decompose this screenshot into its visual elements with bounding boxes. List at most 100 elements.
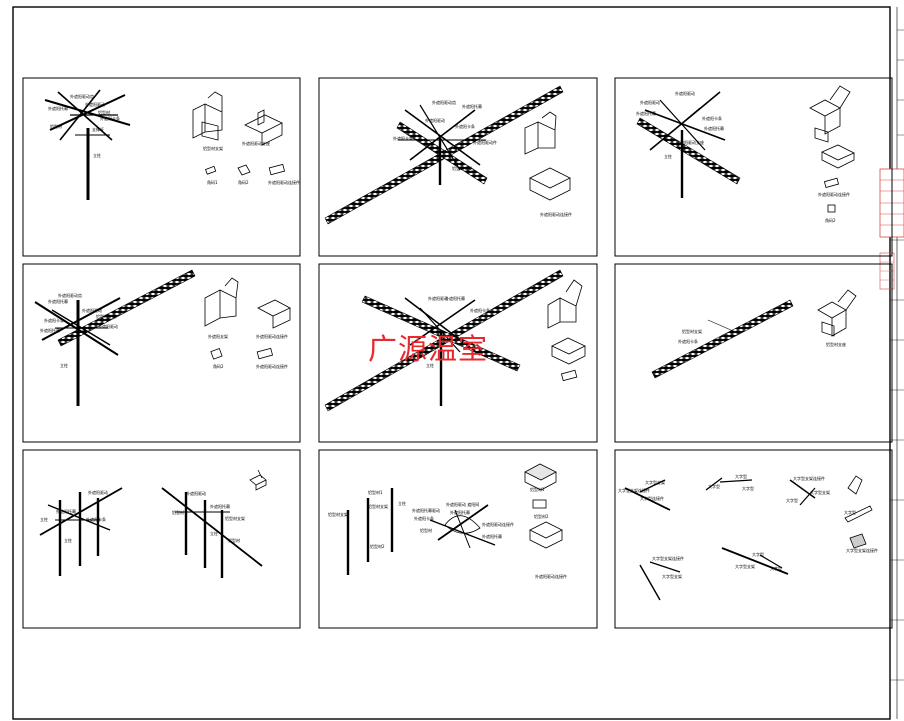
panel-8-frame	[318, 449, 598, 629]
panel-7-parts	[249, 469, 267, 491]
panel-7-label: 立柱	[64, 537, 72, 543]
panel-4-label: 外遮阳驱动	[98, 323, 118, 329]
panel-2-label: 外遮阳驱动	[425, 117, 445, 123]
panel-9-frame	[614, 449, 893, 629]
panel-9-label: 大字型	[844, 509, 856, 515]
panel-3-label: 外遮阳驱动	[640, 99, 660, 105]
panel-4-labels: 外遮阳驱动齿 外遮阳托幕 外遮阳驱动 铝型材支架 外遮阳卡条 外遮阳驱动 外遮阳…	[40, 292, 288, 369]
panel-3-label: 立柱	[664, 153, 672, 159]
panel-5-label: 外遮阳驱动	[428, 295, 448, 301]
panel-7-assembly-right	[161, 487, 263, 578]
panel-4-part-label: 外遮阳驱动连接件	[256, 333, 288, 339]
panel-1-label: 外遮阳托幕	[48, 105, 68, 111]
panel-8-label: 外遮阳卡条	[414, 515, 434, 521]
panel-8-labels: 铝型材1 铝型材支架 立柱 外遮阳驱动 遮阳网 外遮阳托幕驱动 外遮阳托幕 外遮…	[328, 486, 567, 579]
panel-9-label: 大字型支架连接件	[652, 555, 684, 561]
panel-1-label: 支撑杆	[92, 126, 104, 132]
panel-4-part-label: 角码2	[213, 363, 224, 369]
panel-4-label: 外遮阳驱动齿	[58, 292, 82, 298]
panel-1-part-label: 铝型材支架	[203, 145, 223, 151]
panel-5-labels: 外遮阳驱动 外遮阳托幕 立柱 外遮阳卡条	[426, 295, 490, 368]
panel-8-label: 外遮阳驱动 遮阳网	[446, 501, 479, 507]
panel-4-label: 立柱	[60, 362, 68, 368]
panel-1-part-label: 外遮阳驱动支座	[242, 140, 270, 146]
panel-7-labels: 外遮阳驱动 外遮阳托幕 外遮阳卡条 立柱 立柱 外遮阳驱动 外遮阳托幕 铝型材 …	[40, 489, 245, 543]
panel-3-label: 外遮阳托幕	[636, 110, 656, 116]
panel-9-label: 大字型	[786, 497, 798, 503]
panel-2-label: 外遮阳驱动件	[473, 139, 497, 145]
panel-8-parts	[524, 463, 563, 549]
panel-9-label: 大字型支架连接件	[618, 487, 650, 493]
panel-4-label: 铝型材支架	[96, 313, 116, 319]
panel-2-label: 外遮阳托幕	[462, 103, 482, 109]
panel-9-label: 大字型	[735, 473, 747, 479]
sheet-border	[12, 6, 891, 720]
panel-8-label: 外遮阳驱动连接件	[482, 521, 514, 527]
panel-6-part-label: 铝型材支座	[826, 341, 846, 347]
panel-2-label: 外遮阳驱动齿	[432, 99, 456, 105]
panel-6-parts	[817, 289, 857, 337]
panel-5-assembly	[324, 269, 564, 412]
panel-1-labels: 外遮阳驱动齿 外遮阳驱动 外遮阳托幕 铝型材 外遮阳卡条 铝型材 支撑杆 立柱 …	[48, 93, 300, 185]
panel-8-label: 外遮阳托幕	[482, 533, 502, 539]
panel-7-label: 外遮阳卡条	[86, 516, 106, 522]
panel-1-label: 铝型材	[50, 123, 62, 129]
panel-9-labels: 大字型支架 大字型支架连接件 大字型连接件 大字型 大字型 大字型 大字型支架连…	[618, 473, 878, 579]
panel-9-label: 大字型连接件	[640, 495, 664, 501]
panel-4-label: 外遮阳托幕	[48, 298, 68, 304]
panel-2-part-label: 外遮阳驱动连接件	[540, 211, 572, 217]
panel-1-parts	[192, 91, 286, 176]
panel-9-label: 大字型支架	[662, 573, 682, 579]
panel-9-label: 大字型支架	[735, 563, 755, 569]
panel-5-parts	[547, 279, 586, 382]
panel-7-label: 立柱	[40, 516, 48, 522]
panel-5-label: 外遮阳托幕	[445, 295, 465, 301]
panel-1-label: 外遮阳卡条	[100, 115, 120, 121]
panel-1-part-label: 外遮阳驱动连接件	[268, 179, 300, 185]
panel-7-label: 外遮阳托幕	[210, 503, 230, 509]
panel-2-label: 外遮阳卡条	[455, 123, 475, 129]
panel-8-label: 铝型材支架	[328, 511, 348, 517]
panel-1-label: 铝型材	[98, 109, 110, 115]
panel-5-label: 立柱	[426, 362, 434, 368]
panel-3-parts	[809, 85, 855, 213]
panel-1-label: 外遮阳驱动	[85, 101, 105, 107]
panel-6-labels: 铝型材支架 外遮阳卡条 铝型材支座	[678, 328, 846, 347]
panel-3-labels: 外遮阳驱动 外遮阳驱动 外遮阳托幕 外遮阳卡条 外遮阳托幕 外遮阳驱动支座 立柱…	[636, 90, 850, 223]
panel-4-label: 外遮阳驱动	[82, 307, 102, 313]
panel-8-part-label: 铝型材1	[530, 486, 545, 492]
panel-3-label: 外遮阳驱动	[675, 90, 695, 96]
panel-7-frame	[22, 449, 301, 629]
panel-2-labels: 外遮阳驱动齿 外遮阳托幕 外遮阳驱动 外遮阳卡条 外遮阳卡条 外遮阳驱动件 铝型…	[393, 99, 572, 217]
panel-8-label: 铝型材1	[368, 489, 383, 495]
panel-7-assembly-left	[39, 487, 123, 576]
panel-2-label: 外遮阳卡条	[393, 135, 413, 141]
panel-4-label: 外遮阳托幕	[40, 327, 60, 333]
panel-3-part-label: 外遮阳驱动连接件	[818, 191, 850, 197]
panel-3-label: 外遮阳卡条	[702, 115, 722, 121]
panel-3-frame	[614, 77, 893, 257]
panel-9-label: 大字型支架	[645, 479, 665, 485]
panel-6-label: 外遮阳卡条	[678, 338, 698, 344]
panel-3-label: 外遮阳托幕	[704, 125, 724, 131]
panel-4-frame	[22, 263, 301, 443]
panel-8-label: 铝型材支架	[368, 503, 388, 509]
panel-9-label: 大字型支架连接件	[846, 547, 878, 553]
panel-4-assembly	[34, 269, 196, 406]
panel-5-frame	[318, 263, 598, 443]
panel-8-assembly	[346, 488, 496, 575]
panel-8-part-label: 外遮阳驱动连接件	[535, 573, 567, 579]
panel-2-parts	[524, 111, 571, 201]
panel-9-label: 大字型	[770, 565, 782, 571]
panel-9-label: 大字型	[708, 483, 720, 489]
panel-9-label: 大字型支架	[810, 489, 830, 495]
panel-9-assembly	[624, 475, 873, 601]
panel-7-label: 立柱	[210, 530, 218, 536]
panel-8-label: 外遮阳托幕	[450, 509, 470, 515]
panel-4-parts	[204, 277, 291, 360]
panel-7-label: 外遮阳托幕	[56, 508, 76, 514]
panel-8-label: 外遮阳托幕驱动	[412, 507, 440, 513]
panel-6-frame	[614, 263, 893, 443]
panel-6-label: 铝型材支架	[682, 328, 702, 334]
